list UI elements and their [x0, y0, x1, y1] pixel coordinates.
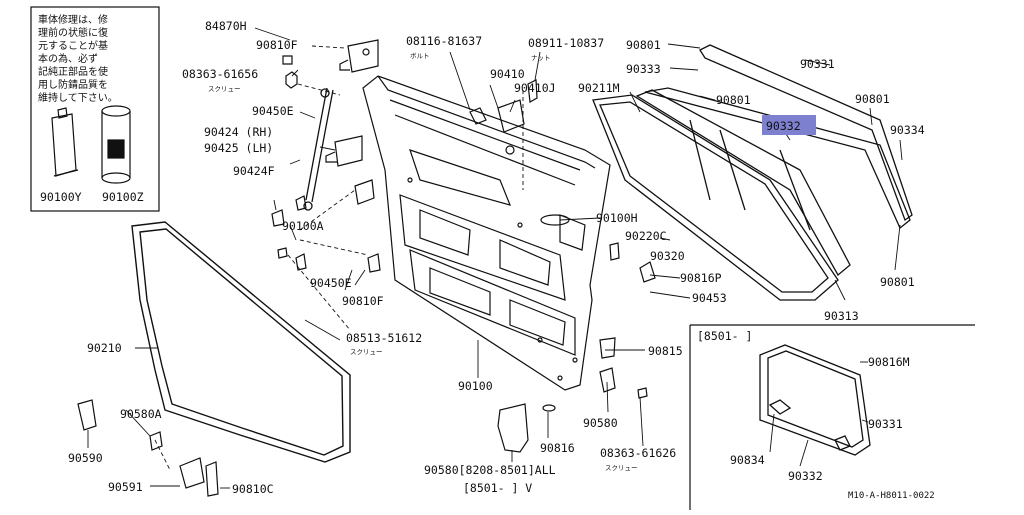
note-line-3: 元することが基: [38, 39, 108, 52]
label-90100[interactable]: 90100: [458, 379, 493, 393]
label-90591[interactable]: 90591: [108, 480, 143, 494]
label-90320[interactable]: 90320: [650, 249, 685, 263]
label-nut: ナット: [531, 54, 551, 62]
label-90424F[interactable]: 90424F: [233, 164, 275, 178]
note-line-6: 用し防錆品質を: [38, 78, 108, 91]
leader-lines: [87, 27, 903, 489]
label-84870H[interactable]: 84870H: [205, 19, 247, 33]
label-90100A[interactable]: 90100A: [282, 219, 324, 233]
label-90332-inset[interactable]: 90332: [788, 469, 823, 483]
label-90580[interactable]: 90580: [583, 416, 618, 430]
label-90801-c[interactable]: 90801: [855, 92, 890, 106]
label-08513-51612[interactable]: 08513-51612: [346, 331, 422, 345]
label-90810C[interactable]: 90810C: [232, 482, 274, 496]
label-90332-highlighted[interactable]: 90332: [766, 119, 801, 133]
label-90816[interactable]: 90816: [540, 441, 575, 455]
note-line-1: 車体修理は、修: [38, 13, 108, 26]
part-labels: 84870H 90810F 08363-61656 スクリュー 90450E 9…: [40, 19, 935, 501]
label-08363-61626[interactable]: 08363-61626: [600, 446, 676, 460]
label-90815[interactable]: 90815: [648, 344, 683, 358]
note-line-5: 記純正部品を使: [38, 65, 108, 78]
highlighted-part-marker: [762, 115, 816, 135]
label-90801-b[interactable]: 90801: [716, 93, 751, 107]
label-08363-61656[interactable]: 08363-61656: [182, 67, 258, 81]
weatherstrip-seal: [131, 221, 351, 463]
label-90810F-mid[interactable]: 90810F: [342, 294, 384, 308]
repair-note-box: 車体修理は、修 理前の状態に復 元することが基 本の為、必ず 記純正部品を使 用…: [30, 6, 160, 212]
striker-bracket: [354, 179, 375, 205]
label-90580-range-all[interactable]: 90580[8208-8501]ALL: [424, 463, 556, 477]
label-90580-range-v[interactable]: [8501- ] V: [463, 481, 532, 495]
note-line-7: 維持して下さい。: [38, 91, 118, 104]
rear-window-assembly: [592, 44, 913, 301]
label-90211M[interactable]: 90211M: [578, 81, 620, 95]
label-08911-10837[interactable]: 08911-10837: [528, 36, 604, 50]
label-90425-lh[interactable]: 90425 (LH): [204, 141, 273, 155]
label-08116-81637[interactable]: 08116-81637: [406, 34, 482, 48]
label-90580A[interactable]: 90580A: [120, 407, 162, 421]
label-bolt: ボルト: [410, 52, 430, 60]
label-90410[interactable]: 90410: [490, 67, 525, 81]
label-90313[interactable]: 90313: [824, 309, 859, 323]
label-90450E-left[interactable]: 90450E: [252, 104, 294, 118]
label-90590[interactable]: 90590: [68, 451, 103, 465]
label-90424-rh[interactable]: 90424 (RH): [204, 125, 273, 139]
label-90331-top[interactable]: 90331: [800, 57, 835, 71]
hinge-upper: [339, 39, 379, 73]
gas-strut: [303, 87, 334, 211]
label-90801-a[interactable]: 90801: [626, 38, 661, 52]
label-inset-range: [8501- ]: [697, 329, 752, 343]
label-90816P[interactable]: 90816P: [680, 271, 722, 285]
label-screw-a: スクリュー: [208, 85, 241, 93]
label-90333[interactable]: 90333: [626, 62, 661, 76]
label-90453[interactable]: 90453: [692, 291, 727, 305]
hinge-lower: [325, 135, 363, 167]
label-90100H[interactable]: 90100H: [596, 211, 638, 225]
small-bolt-parts: [77, 55, 656, 497]
label-90100Z[interactable]: 90100Z: [102, 190, 144, 204]
inset-window-frame: [759, 344, 871, 456]
note-line-2: 理前の状態に復: [38, 26, 108, 39]
label-screw-c: スクリュー: [605, 464, 638, 472]
label-90834[interactable]: 90834: [730, 453, 765, 467]
label-90810F-top[interactable]: 90810F: [256, 38, 298, 52]
diagram-code: M10-A-H8011-0022: [848, 491, 935, 501]
spray-can-icon: [101, 105, 131, 184]
sealant-tube-icon: [51, 107, 79, 177]
label-90801-d[interactable]: 90801: [880, 275, 915, 289]
label-90331-inset[interactable]: 90331: [868, 417, 903, 431]
label-90816M[interactable]: 90816M: [868, 355, 910, 369]
label-screw-b: スクリュー: [350, 348, 383, 356]
label-90410J[interactable]: 90410J: [514, 81, 556, 95]
inset-panel: [689, 324, 975, 510]
label-90100Y[interactable]: 90100Y: [40, 190, 82, 204]
label-90334[interactable]: 90334: [890, 123, 925, 137]
label-90450E-mid[interactable]: 90450E: [310, 276, 352, 290]
label-90210[interactable]: 90210: [87, 341, 122, 355]
label-90220C[interactable]: 90220C: [625, 229, 667, 243]
note-line-4: 本の為、必ず: [38, 52, 98, 65]
